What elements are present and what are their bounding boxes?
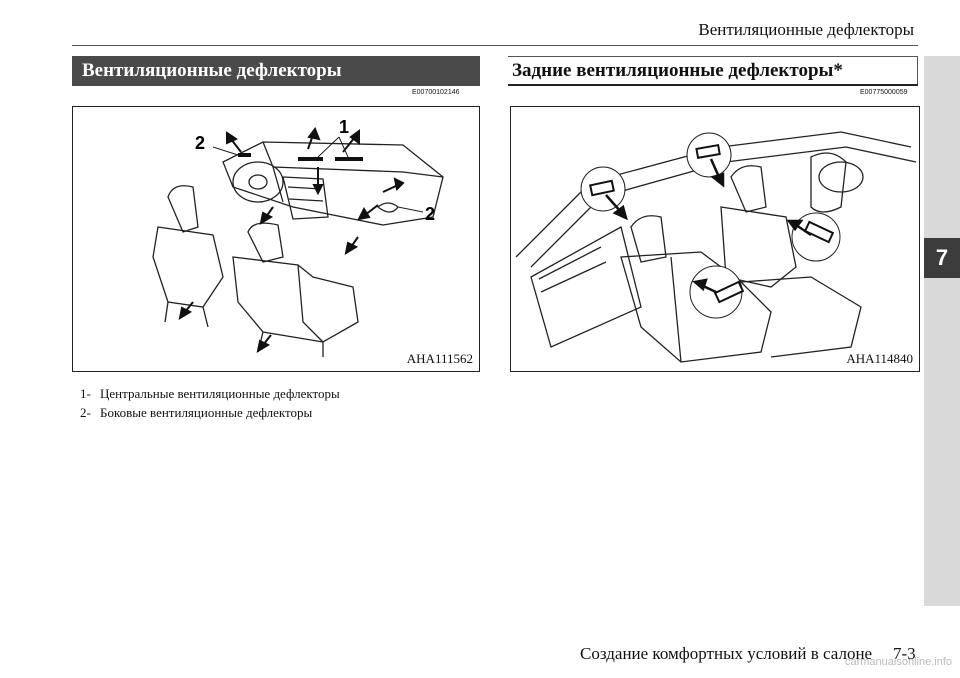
section-code-right: E00775000059	[860, 89, 908, 96]
section-code-left: E00700102146	[412, 89, 460, 96]
legend-text: Боковые вентиляционные дефлекторы	[100, 405, 313, 420]
legend-number: 1-	[80, 386, 91, 401]
legend-number: 2-	[80, 405, 91, 420]
callout-2-left: 2	[195, 133, 205, 153]
footer-section-title: Создание комфортных условий в салоне	[580, 644, 873, 663]
figure-code-left: AHA111562	[406, 351, 473, 366]
page-number: 7-3	[893, 644, 916, 663]
figure-legend: 1-Центральные вентиляционные дефлекторы …	[80, 384, 340, 422]
callout-1: 1	[339, 117, 349, 137]
legend-text: Центральные вентиляционные дефлекторы	[100, 386, 340, 401]
figure-code-right: AHA114840	[846, 351, 913, 366]
chapter-side-tab	[924, 56, 960, 606]
section-banner-vent-deflectors: Вентиляционные дефлекторы	[72, 56, 480, 86]
legend-item-2: 2- Боковые вентиляционные дефлекторы	[80, 403, 340, 422]
section-banner-rear-vents: Задние вентиляционные дефлекторы*	[508, 56, 918, 86]
figure-front-vents: 1 2 2 AHA111562	[72, 106, 480, 372]
rear-cabin-illustration	[515, 131, 917, 363]
header-rule	[72, 45, 918, 46]
watermark: carmanualsonline.info	[844, 656, 952, 668]
callout-2-right: 2	[425, 204, 435, 224]
chapter-number-tab[interactable]: 7	[924, 238, 960, 278]
page-header-title: Вентиляционные дефлекторы	[698, 20, 914, 39]
figure-rear-vents: AHA114840	[510, 106, 920, 372]
legend-item-1: 1- Центральные вентиляционные дефлекторы	[80, 384, 340, 403]
front-cabin-illustration: 1 2 2	[152, 117, 444, 357]
